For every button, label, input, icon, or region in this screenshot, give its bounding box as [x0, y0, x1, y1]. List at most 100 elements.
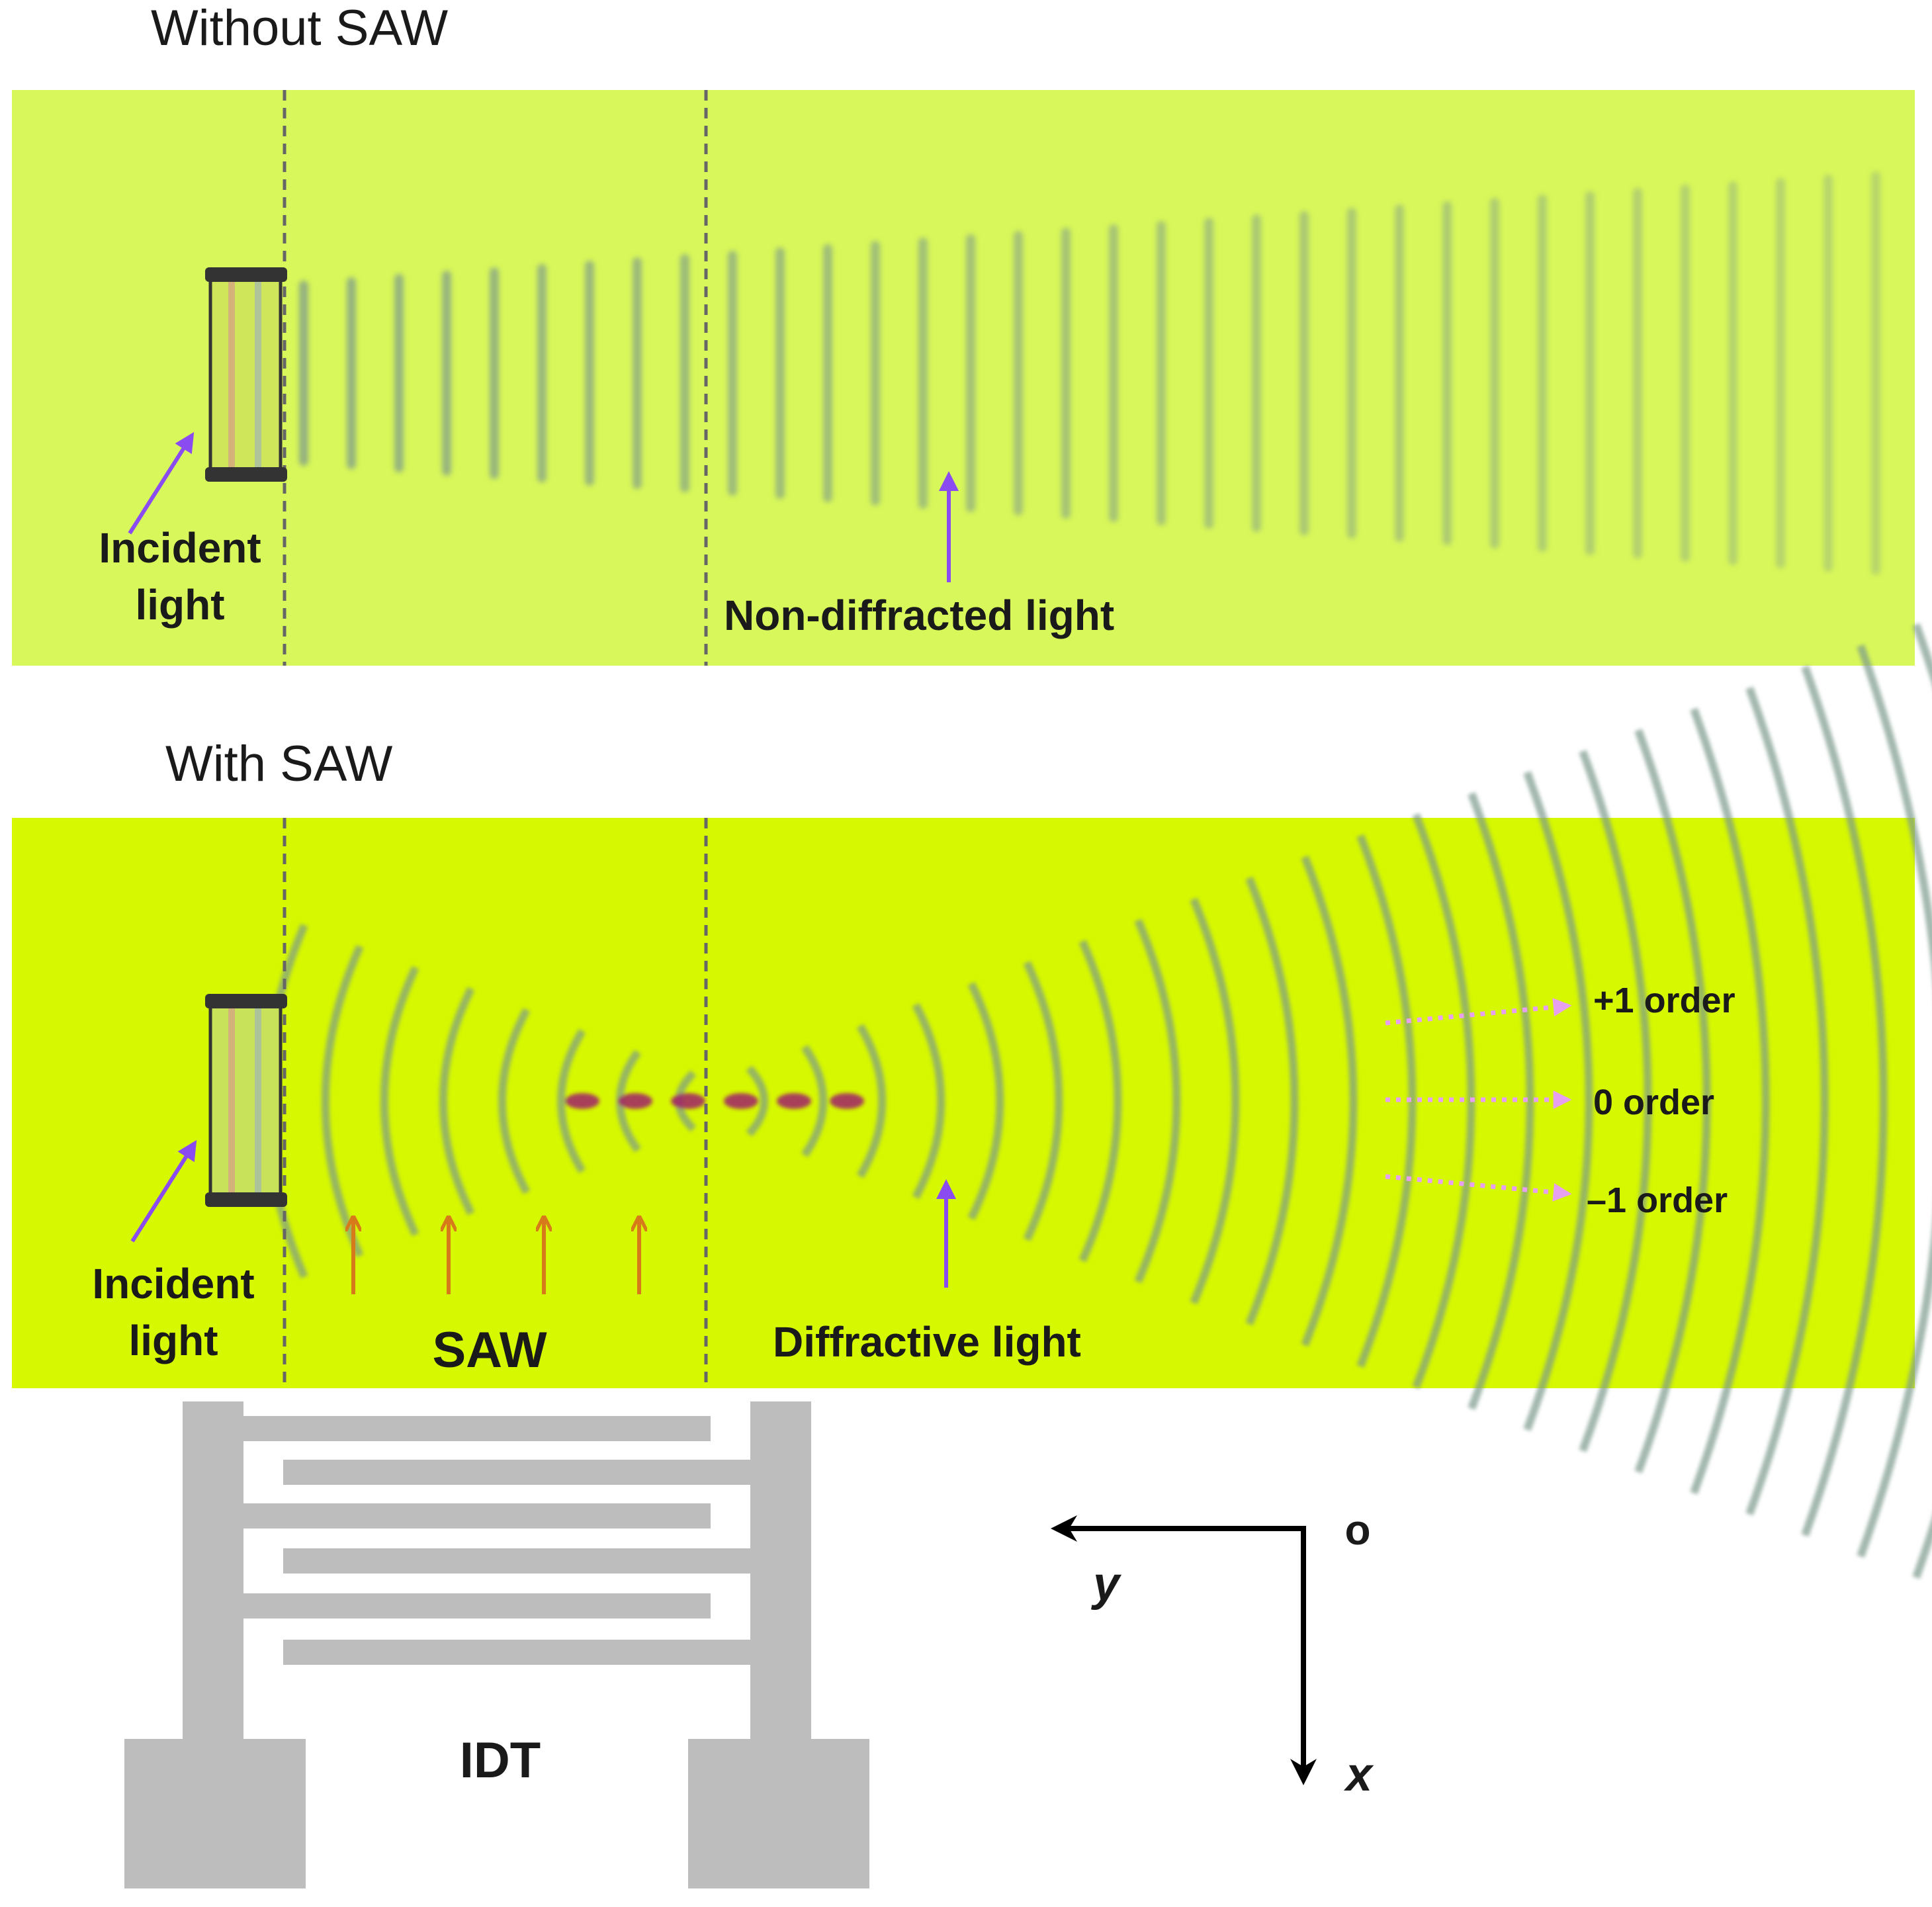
y-axis-label: y [1091, 1558, 1122, 1611]
wavefront [1490, 198, 1499, 549]
wavefront [1585, 191, 1595, 555]
wavefront [1523, 771, 1593, 1431]
wavefront [967, 981, 1004, 1221]
non-diffracted-label: Non-diffracted light [724, 592, 1114, 639]
wavefront [1442, 201, 1452, 545]
idt-busbar-left [183, 1401, 243, 1743]
incident-label: Incident [92, 1260, 254, 1308]
wavefront [966, 234, 975, 512]
focus-spot [724, 1093, 758, 1109]
x-axis-label: x [1343, 1748, 1374, 1801]
idt-finger [243, 1416, 711, 1441]
diffractive-label: Diffractive light [773, 1318, 1081, 1366]
origin-label: o [1344, 1506, 1370, 1554]
panel-title-with-saw: With SAW [165, 736, 393, 792]
wavefront [321, 944, 364, 1258]
wavefront [1061, 228, 1071, 519]
saw-arrows [353, 1219, 639, 1294]
wavefront [442, 271, 451, 476]
wavefront [394, 274, 404, 472]
wavefront [1728, 181, 1737, 565]
wavefront [918, 238, 928, 509]
wavefront [1078, 940, 1122, 1263]
idt-finger [283, 1460, 750, 1485]
wavefront [1023, 961, 1063, 1241]
wavefront [1157, 221, 1166, 525]
idt-finger [283, 1640, 750, 1665]
idt-pad-right [688, 1739, 869, 1888]
wavefront [1871, 171, 1880, 575]
incident-label-line2: light [135, 581, 224, 629]
idt-pad-left [124, 1739, 306, 1888]
wavefront [1252, 214, 1261, 532]
wavefront [728, 251, 737, 496]
wavefront [1776, 178, 1785, 568]
plane-wavefronts [299, 171, 1880, 575]
idt-finger [243, 1503, 711, 1529]
incident-label: Incident [99, 524, 261, 572]
incident-arrow [130, 1139, 197, 1243]
order-arrows [1385, 998, 1572, 1202]
wavefront [1299, 211, 1309, 535]
focus-spot [618, 1093, 652, 1109]
wavefront [746, 1065, 769, 1137]
wavefront [1014, 231, 1023, 515]
order-label-plus1: +1 order [1593, 981, 1735, 1020]
wavefront [557, 1028, 586, 1174]
idt-busbar-right [750, 1401, 811, 1743]
focus-spot [671, 1093, 705, 1109]
panel-with-saw: Incident light SAW Diffractive light +1 … [12, 623, 1932, 1579]
wavefront [299, 281, 308, 466]
focus-spot [777, 1093, 811, 1109]
wavefront [1301, 855, 1358, 1347]
wavefront [1109, 224, 1118, 522]
wavefront [1347, 208, 1356, 539]
wavefront [347, 277, 356, 469]
coordinate-axes [1051, 1515, 1317, 1785]
wavefront [680, 254, 689, 492]
wavefront [1245, 876, 1299, 1326]
wavefront [801, 1044, 828, 1158]
idt-finger [283, 1548, 750, 1574]
wavefront [537, 264, 547, 482]
incident-label-line2: light [128, 1317, 218, 1364]
wavefront [490, 267, 499, 479]
wavefront [912, 1002, 945, 1200]
wavefront [1801, 665, 1888, 1537]
wavefront [1823, 175, 1833, 572]
idt-electrode [124, 1401, 869, 1888]
light-source-aperture [205, 267, 287, 482]
wavefront [823, 244, 832, 502]
light-source-aperture [205, 994, 287, 1207]
wavefront [775, 247, 785, 499]
wavefront [1579, 750, 1652, 1452]
saw-label: SAW [432, 1322, 547, 1378]
wavefront [380, 965, 419, 1237]
panel-without-saw: Incident light Non-diffracted light [12, 90, 1915, 666]
wavefront [856, 1024, 887, 1178]
wavefront [1912, 623, 1932, 1579]
panel-title-without-saw: Without SAW [151, 0, 448, 56]
wavefront [439, 987, 475, 1216]
wavefront [871, 241, 880, 506]
incident-arrow [128, 431, 195, 535]
wavefront [1190, 897, 1240, 1305]
wavefront [1356, 834, 1417, 1368]
order-label-minus1: –1 order [1587, 1180, 1728, 1220]
wavefront [498, 1008, 531, 1194]
wavefront [1857, 644, 1932, 1558]
wavefront [1468, 792, 1534, 1410]
wavefront [1395, 204, 1404, 542]
wavefront [1538, 195, 1547, 552]
wavefront [1134, 918, 1181, 1284]
wavefront [1681, 185, 1690, 562]
idt-finger [243, 1593, 711, 1619]
panel-background-top [12, 90, 1915, 666]
wavefront [633, 257, 642, 489]
focus-spot [830, 1093, 864, 1109]
wavefront [1204, 218, 1213, 529]
wavefront [1634, 729, 1711, 1474]
wavefront [1633, 188, 1642, 558]
focus-spot [565, 1093, 599, 1109]
